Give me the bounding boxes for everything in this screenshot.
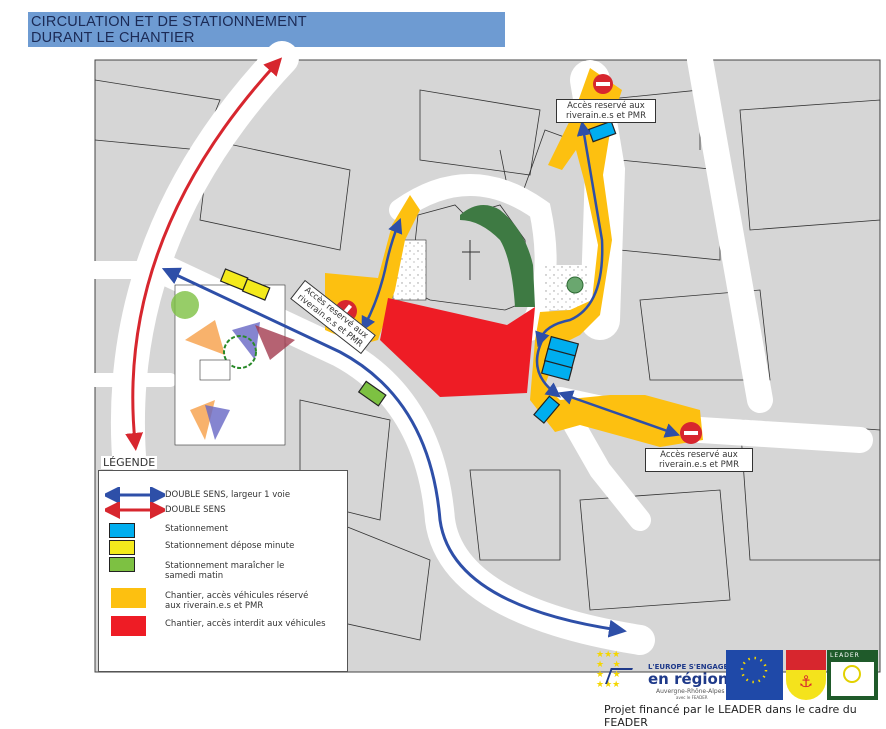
legend-title: LÉGENDE (101, 456, 158, 469)
legend-label-depose-minute: Stationnement dépose minute (165, 541, 295, 551)
no-entry-icon (680, 422, 702, 444)
fountain (566, 276, 584, 294)
legend-blue-arrow (105, 487, 165, 504)
no-entry-icon (593, 74, 613, 94)
stars-icon: ★★★★ ★★ ★★★★ (596, 650, 621, 690)
blue-double-arrow-right (535, 120, 604, 348)
legend-label-double-sens: DOUBLE SENS (165, 505, 226, 515)
legend-swatch-stationnement (109, 523, 135, 538)
title-line-1: CIRCULATION ET DE STATIONNEMENT (31, 14, 307, 30)
blue-double-arrow-left (361, 218, 403, 332)
legend-swatch-maraicher (109, 557, 135, 572)
access-label-north: Accès reservé aux riverain.e.s et PMR (556, 99, 656, 123)
blue-double-arrow-main (161, 267, 627, 638)
traffic-arrows (125, 57, 681, 638)
blue-double-arrow-east (557, 390, 681, 438)
legend: DOUBLE SENS, largeur 1 voie DOUBLE SENS … (98, 470, 348, 672)
title-line-2: DURANT LE CHANTIER (31, 30, 195, 46)
eu-stars-icon (740, 656, 768, 684)
region-logo: ★★★★ ★★ ★★★★ L'EUROPE S'ENGAGE en région… (596, 650, 729, 700)
legend-label-stationnement: Stationnement (165, 524, 229, 534)
leader-emblem (831, 662, 874, 696)
legend-swatch-chantier-riverains (111, 588, 146, 608)
coat-red-band (786, 650, 826, 670)
legend-label-maraicher: Stationnement maraîcher le samedi matin (165, 561, 285, 581)
eu-flag-logo (726, 650, 783, 700)
region-text-3: Auvergne-Rhône-Alpes (656, 688, 725, 695)
blue-arrow-bottom (535, 334, 561, 398)
region-text-4: avec le FEADER (676, 695, 708, 700)
leader-circle-icon (843, 665, 861, 683)
legend-red-arrow (105, 502, 165, 519)
legend-label-chantier-interdit: Chantier, accès interdit aux véhicules (165, 619, 326, 629)
region-text-1: L'EUROPE S'ENGAGE (648, 663, 729, 671)
anchor-icon: ⚓ (798, 672, 814, 691)
legend-swatch-chantier-interdit (111, 616, 146, 636)
coat-of-arms-logo: ⚓ (786, 650, 826, 700)
access-label-east: Accès reservé aux riverain.e.s et PMR (645, 448, 753, 472)
legend-swatch-depose-minute (109, 540, 135, 555)
legend-label-chantier-riverains: Chantier, accès véhicules réservé aux ri… (165, 591, 309, 611)
leader-text: LEADER (830, 652, 860, 659)
map-title: CIRCULATION ET DE STATIONNEMENT DURANT L… (28, 12, 505, 47)
footer-text: Projet financé par le LEADER dans le cad… (604, 703, 857, 729)
legend-label-double-sens-1-voie: DOUBLE SENS, largeur 1 voie (165, 490, 291, 500)
red-double-arrow (125, 57, 283, 451)
garden-area (171, 284, 295, 446)
leader-logo: LEADER (827, 650, 878, 700)
region-text-2: en région (648, 670, 729, 688)
